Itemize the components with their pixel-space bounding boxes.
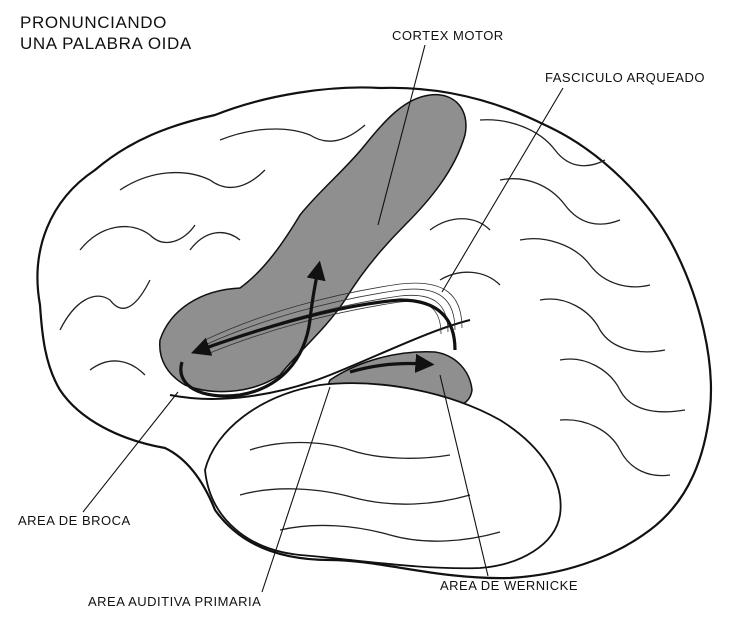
label-motor-cortex: CORTEX MOTOR (392, 28, 504, 43)
label-primary-auditory-area: AREA AUDITIVA PRIMARIA (88, 594, 261, 609)
label-wernicke-area: AREA DE WERNICKE (440, 578, 578, 593)
label-arcuate-fasciculus: FASCICULO ARQUEADO (545, 70, 705, 85)
label-broca-area: AREA DE BROCA (18, 513, 131, 528)
